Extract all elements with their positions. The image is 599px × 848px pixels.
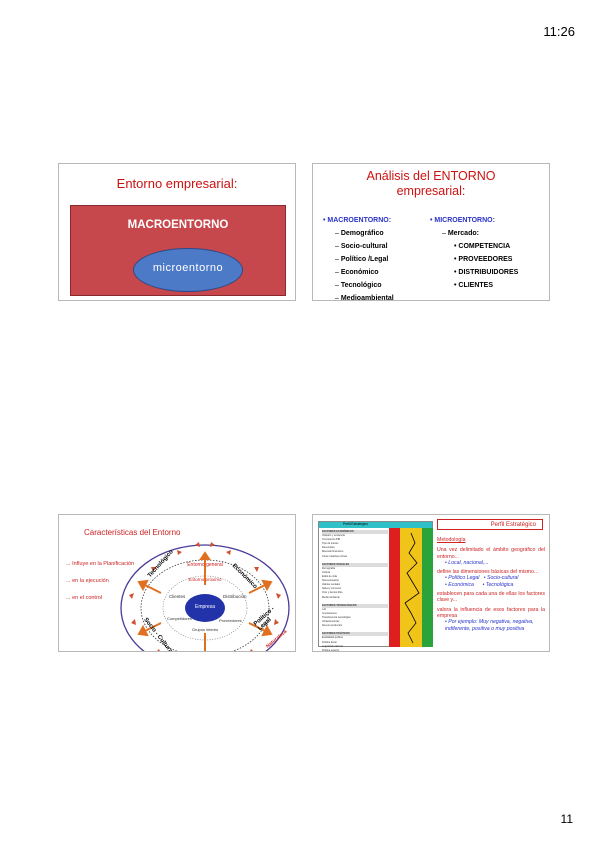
table-row: Inflación y tendencia (322, 534, 345, 538)
list-item: CLIENTES (430, 279, 518, 292)
clock-time: 11:26 (543, 24, 575, 39)
dim-item: • Económica (445, 581, 474, 588)
macroentorno-box: MACROENTORNO microentorno (70, 205, 286, 296)
slide-analisis-entorno: Análisis del ENTORNO empresarial: MACROE… (312, 163, 550, 301)
slide-caracteristicas-entorno: Características del Entorno ... Influye … (58, 514, 296, 652)
table-row: Valores sociales (322, 583, 341, 587)
table-row: Infraestructuras (322, 620, 340, 624)
microentorno-heading: MICROENTORNO: (430, 214, 518, 227)
microentorno-ellipse: microentorno (133, 248, 243, 292)
outer-ring (120, 544, 290, 651)
table-section-title: FACTORES TECNOLÓGICOS (322, 603, 388, 608)
table-row: Transferencia tecnológica (322, 615, 351, 619)
bullet-item: ... en el control (66, 595, 103, 601)
page-number: 11 (560, 812, 573, 826)
entorno-general-label: Entorno general (187, 562, 223, 568)
dim-item: • Socio-cultural (483, 575, 519, 582)
entorno-proximo-label: Entorno próximo (188, 577, 222, 582)
metodologia-text: Metodología Una vez delimitado el ámbito… (437, 537, 545, 632)
rating-bands (389, 528, 433, 647)
metodologia-heading: Metodología (437, 537, 466, 543)
dims-row: • Económica • Tecnológica (437, 582, 545, 588)
table-row: I+D (322, 607, 326, 611)
paragraph: Una vez delimitado el ámbito geográfico … (437, 547, 545, 560)
table-row: Crecimiento PIB (322, 538, 341, 542)
table-row: Mercado financiero (322, 550, 344, 554)
title-line-2: empresarial: (396, 184, 466, 198)
slide-title: Análisis del ENTORNO empresarial: (313, 169, 549, 199)
rating-band (411, 528, 422, 647)
paragraph: define las dimensiones básicas del mismo… (437, 569, 539, 576)
clientes-label: Clientes (169, 594, 186, 599)
rating-band (400, 528, 411, 647)
table-section-title: FACTORES ECONÓMICOS (322, 530, 388, 535)
bullet-item: ... en la ejecución (66, 578, 109, 584)
table-header-label: Perfil Estratégico (343, 522, 368, 526)
profile-line (404, 532, 420, 644)
microentorno-label: microentorno (152, 262, 224, 274)
competidores-label: Competidores (167, 616, 192, 621)
macroentorno-heading: MACROENTORNO: (323, 214, 394, 227)
paragraph: establecen para cada una de ellas los fa… (437, 591, 545, 604)
table-row: Coste materias primas (322, 554, 348, 558)
proveedores-label: Proveedores (219, 618, 242, 623)
table-row: Salud y consumo (322, 587, 342, 591)
arrows (137, 551, 273, 651)
rating-band (389, 528, 400, 647)
table-row: Demografía (322, 566, 336, 570)
slide-title: Características del Entorno (84, 528, 181, 537)
macroentorno-label: MACROENTORNO (127, 219, 229, 231)
rating-band (422, 528, 433, 647)
title-line-1: Análisis del ENTORNO (366, 169, 496, 183)
sub-item: Local, nacional,... (437, 560, 545, 566)
mercado-item: Mercado: (430, 227, 518, 240)
sub-item: Por ejemplo: Muy negativa, negativa, ind… (437, 619, 545, 632)
table-header: Perfil Estratégico (319, 522, 432, 528)
slide-title: Entorno empresarial: (116, 176, 238, 191)
table-row: Nivel educativo (322, 579, 339, 583)
table-row: Ocio y tiempo libre (322, 591, 343, 595)
table-row: Nuevos productos (322, 624, 343, 628)
list-item: PROVEEDORES (430, 253, 518, 266)
list-item: Socio-cultural (323, 240, 394, 253)
table-row: Cultura (322, 570, 331, 574)
list-item: DISTRIBUIDORES (430, 266, 518, 279)
bullet-item: ... Influye en la Planificación (66, 561, 135, 567)
ring-markers (129, 542, 281, 651)
dim-item: • Tecnológica (482, 581, 514, 588)
table-row: Estilo de vida (322, 575, 337, 579)
list-item: COMPETENCIA (430, 240, 518, 253)
table-row: Tipo de interés (322, 542, 339, 546)
list-item: Político /Legal (323, 253, 394, 266)
paragraph: valora la influencia de esos factores pa… (437, 606, 545, 619)
list-item: Tecnológico (323, 279, 394, 292)
dims-row: • Político Legal • Socio-cultural (437, 575, 545, 581)
grupos-interes-label: Grupos interés (191, 627, 219, 632)
table-row: Medio ambiente (322, 595, 340, 599)
list-item: Medioambiental (323, 292, 394, 300)
empresa-label: Empresa (194, 604, 215, 610)
table-row: Legislación laboral (322, 644, 343, 648)
table-row: Política exterior (322, 648, 340, 652)
table-row: Estabilidad política (322, 636, 343, 640)
microentorno-list: MICROENTORNO: Mercado: COMPETENCIA PROVE… (430, 214, 518, 292)
table-section-title: FACTORES SOCIALES (322, 562, 388, 567)
table-row: Desempleo (322, 546, 335, 550)
list-item: Económico (323, 266, 394, 279)
dim-item: • Político Legal (445, 575, 480, 582)
table-row: Política fiscal (322, 640, 337, 644)
slide-entorno-empresarial: Entorno empresarial: MACROENTORNO microe… (58, 163, 296, 301)
table-row: Innovaciones (322, 611, 337, 615)
macroentorno-list: MACROENTORNO: Demográfico Socio-cultural… (323, 214, 394, 300)
list-item: Demográfico (323, 227, 394, 240)
distribucion-label: Distribución (223, 594, 247, 599)
table-section-title: FACTORES POLÍTICOS (322, 632, 388, 637)
perfil-title-box: Perfil Estratégico (437, 519, 543, 530)
entorno-diagram (120, 542, 290, 651)
empresa-circle (185, 594, 225, 622)
